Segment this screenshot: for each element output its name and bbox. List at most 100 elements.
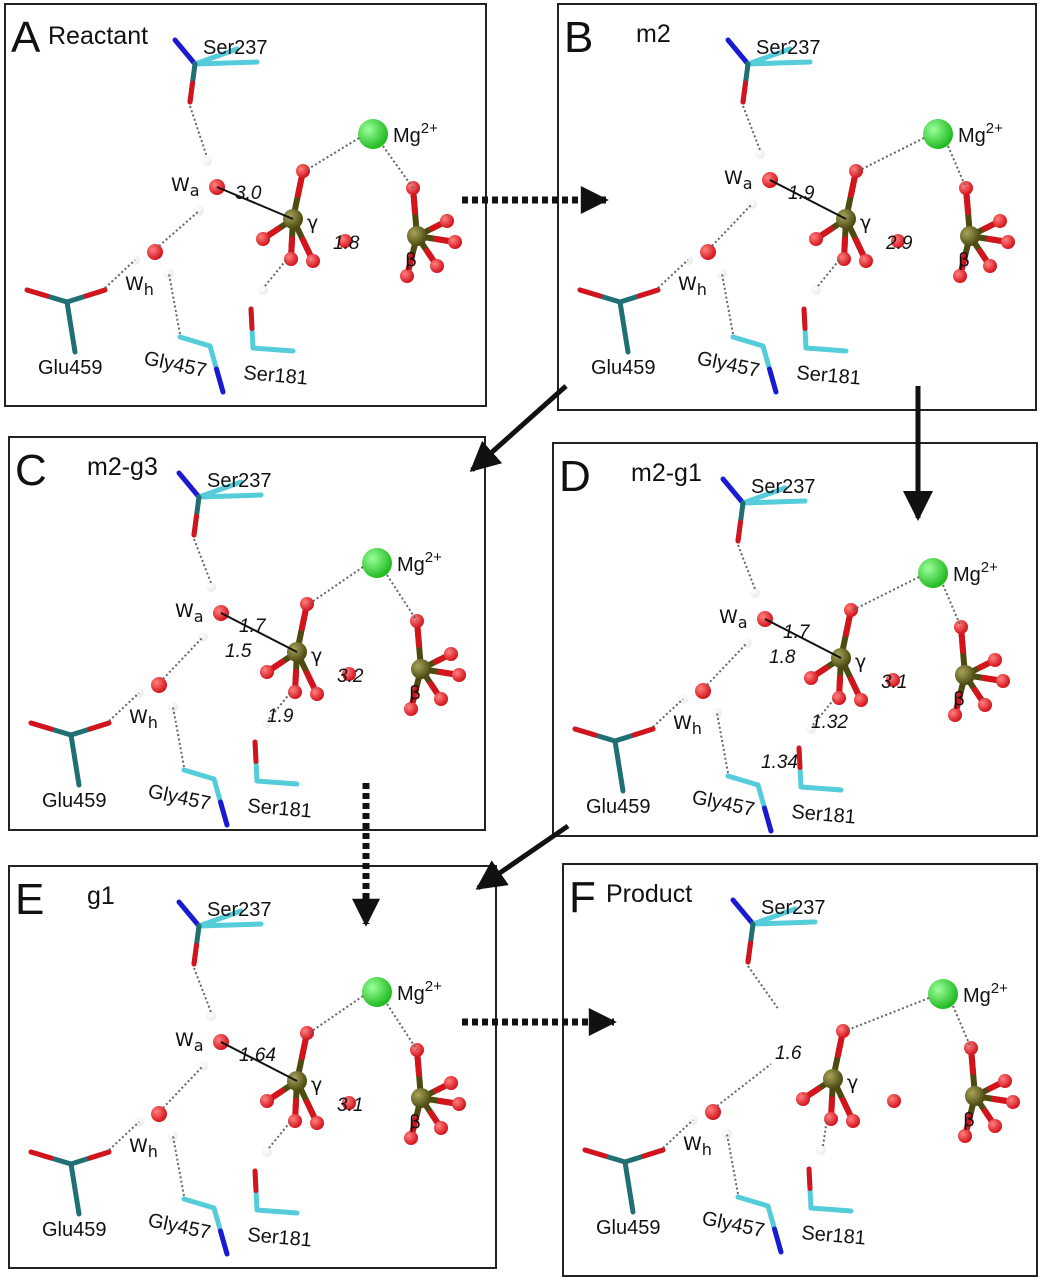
panel-letter: D (559, 452, 591, 501)
water-a-label: Wa (719, 606, 748, 632)
oxygen-atom (832, 691, 846, 705)
distance-label: 1.34 (761, 752, 798, 773)
water-h-hydrogen (168, 1131, 178, 1141)
ser237-hbond (742, 105, 761, 151)
glu459-o2-tip (641, 1147, 666, 1159)
water-water-hbond (711, 203, 753, 247)
mg-coordination (386, 574, 418, 622)
ser181-chain (806, 1166, 854, 1214)
water-h-label: Wh (129, 1135, 158, 1161)
ser237-hbond (189, 105, 208, 158)
oxygen-atom (260, 1094, 274, 1108)
panel-letter: E (15, 875, 44, 924)
water-h-oxygen (151, 1106, 167, 1122)
glu459-chain (612, 738, 626, 794)
water-water-hbond (706, 642, 748, 686)
oxygen-atom (993, 214, 1007, 228)
oxygen-atom (983, 259, 997, 273)
bridging-oxygen (342, 667, 356, 681)
water-a-hydrogen (198, 1061, 208, 1071)
gamma-label: γ (855, 651, 866, 673)
distance-label: 3.1 (337, 1095, 363, 1116)
oxygen-atom (300, 1026, 314, 1040)
beta-phosphorus (955, 665, 975, 685)
oxygen-atom (978, 698, 992, 712)
gamma-label: γ (847, 1072, 858, 1094)
ser181-chain-tip (796, 745, 803, 770)
oxygen-atom (434, 692, 448, 706)
beta-label: β (953, 688, 965, 710)
water-a-label: Wa (171, 174, 200, 200)
mg-label: Mg2+ (953, 559, 998, 586)
panel-frame (8, 436, 486, 831)
mg-ion (362, 977, 392, 1007)
gly457-chain-tip (218, 1228, 230, 1257)
ser237-chain (745, 59, 813, 67)
oxygen-atom (796, 1092, 810, 1106)
beta-label: β (963, 1109, 975, 1131)
water-h-hydrogen (168, 702, 178, 712)
distance-label: 1.64 (239, 1045, 276, 1066)
water-h-oxygen (700, 244, 716, 260)
oxygen-atom (296, 164, 310, 178)
bridging-oxygen (338, 234, 352, 248)
mg-ion (928, 979, 958, 1009)
glu459-o1-tip (577, 287, 603, 299)
ser237-branch (196, 479, 244, 500)
attack-distance-line (769, 179, 847, 220)
gly457-hbond (172, 706, 185, 768)
mg-coordination (304, 137, 360, 172)
beta-label: β (409, 682, 421, 704)
oxygen-atom (836, 1024, 850, 1038)
gamma-label: γ (311, 1074, 322, 1096)
attack-distance-line (220, 1041, 298, 1082)
oxygen-atom (824, 1112, 838, 1126)
mg-ion (362, 548, 392, 578)
water-a-hydrogen (198, 632, 208, 642)
ser237-label: Ser237 (761, 897, 826, 919)
bridging-oxygen (342, 1096, 356, 1110)
gamma-label: γ (311, 645, 322, 667)
oxygen-atom (854, 693, 868, 707)
ser237-oh-tip (740, 80, 748, 105)
beta-label: β (409, 1111, 421, 1133)
ser237-branch (740, 485, 788, 506)
glu459-label: Glu459 (38, 357, 103, 379)
oxygen-atom (444, 1076, 458, 1090)
ser237-oh-tip (191, 513, 199, 538)
ser237-label: Ser237 (207, 899, 272, 921)
glu459-label: Glu459 (591, 357, 656, 379)
oxygen-atom (310, 687, 324, 701)
gly457-label: Gly457 (142, 347, 209, 382)
panel-letter: C (15, 446, 47, 495)
ser237-label: Ser237 (207, 470, 272, 492)
ser181-label: Ser181 (791, 801, 857, 829)
oxygen-atom (284, 252, 298, 266)
oxygen-atom (958, 1129, 972, 1143)
ser181-chain-tip (252, 1168, 259, 1193)
oxygen-atom (1001, 235, 1015, 249)
oxygen-atom (452, 668, 466, 682)
mg-coordination (857, 137, 925, 172)
ser181-label: Ser181 (247, 1224, 313, 1252)
ser237-n-stick (720, 476, 746, 506)
ser181-chain (252, 1168, 300, 1216)
gly457-hbond (726, 1133, 739, 1195)
gly457-chain-tip (767, 366, 779, 395)
glu459-label: Glu459 (596, 1217, 661, 1239)
ser181-hbond (268, 1120, 292, 1149)
water-h-hydrogen (722, 1129, 732, 1139)
panel-letter: B (564, 13, 593, 62)
glu459-o2-tip (83, 287, 108, 299)
ser181-chain-tip (806, 1166, 813, 1191)
ser181-hydrogen (262, 1147, 272, 1157)
mg-label: Mg2+ (397, 549, 442, 576)
mg-label: Mg2+ (958, 120, 1003, 147)
distance-label: 1.8 (333, 233, 360, 254)
ser237-hbond (193, 967, 212, 1013)
panel-title: Reactant (48, 22, 148, 50)
ser237-hbond (737, 544, 756, 590)
